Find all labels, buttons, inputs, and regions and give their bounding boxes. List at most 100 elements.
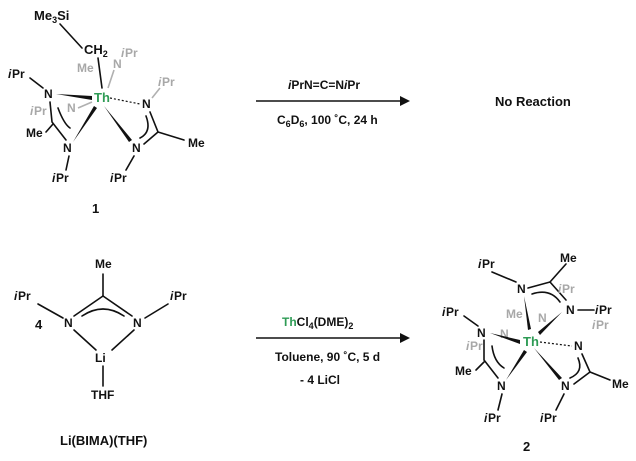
bond [151,87,161,99]
bond [65,155,70,171]
delocalization-arc [491,345,505,369]
me-label: Me [455,364,472,378]
gray-ipr-i: i [30,104,34,118]
conditions-2-line2: - 4 LiCl [300,373,340,387]
me-label: Me [188,136,205,150]
n-label: N [561,379,570,393]
n-label: N [574,339,583,353]
bond [77,101,93,109]
delocalization-arc [569,357,581,379]
gray-ipr-i: i [558,282,562,296]
bond [111,329,135,351]
wedge-bond [506,350,527,380]
delocalization-arc [57,107,71,129]
bond [45,123,54,133]
gray-ipr-i: i [592,318,596,332]
compound-1-number: 1 [92,201,99,216]
n-label: N [44,87,53,101]
bond [549,263,567,283]
ipr-i: i [52,171,56,185]
gray-n-label: N [500,327,509,341]
bond [97,57,103,89]
ch2-label: CH2 [84,42,108,59]
gray-ipr-label: Pr [34,104,47,118]
n-label: N [133,316,142,330]
dashed-bond [109,97,141,105]
ipr-label: Pr [488,411,501,425]
ipr-i: i [595,303,599,317]
conditions-1: C6D6, 100 ˚C, 24 h [277,113,378,129]
delocalization-arc [531,291,561,303]
bond [29,77,44,89]
n-label: N [63,141,72,155]
n-label: N [64,316,73,330]
n-label: N [477,326,486,340]
delocalization-arc [139,115,149,139]
wedge-bond [104,106,132,142]
ipr-label: Pr [12,67,25,81]
bond [125,155,135,171]
bond [73,329,97,351]
compound-1-structure: Me3Si CH2 N i Pr Me Th i Pr N i Pr N Me … [8,8,205,185]
bond [475,361,485,371]
ipr-i: i [484,411,488,425]
reagent-carbodiimide: iPrN=C=NiPr [288,78,360,92]
bond [555,393,565,411]
thf-label: THF [91,388,114,402]
dashed-bond [539,341,573,347]
ipr-i: i [14,289,18,303]
gray-me-label: Me [77,61,94,75]
ipr-label: Pr [174,289,187,303]
bond [491,271,517,283]
n-label: N [566,303,575,317]
wedge-bond [56,94,92,100]
ipr-i: i [442,305,446,319]
ipr-label: Pr [544,411,557,425]
bond [463,315,479,327]
ipr-i: i [540,411,544,425]
ipr-label: Pr [446,305,459,319]
wedge-bond [524,296,531,330]
bond [573,353,591,385]
reaction-arrow-1 [256,96,410,106]
me3si-label: Me3Si [34,8,69,25]
th-atom-1: Th [94,90,110,105]
bond [107,69,115,89]
bond [144,303,169,319]
bond [59,23,83,49]
li-bima-thf-structure: Me N N i Pr i Pr Li THF [14,257,187,402]
bond [497,393,503,411]
gray-n-label: N [67,101,76,115]
bond [157,131,185,141]
gray-ipr-label: Pr [470,339,483,353]
ipr-label: Pr [482,257,495,271]
gray-ipr-i: i [466,339,470,353]
gray-n-label: N [538,311,547,325]
bond [102,295,133,317]
gray-ipr-label: Pr [162,75,175,89]
reactant-name: Li(BIMA)(THF) [60,433,147,448]
gray-ipr-i: i [158,75,162,89]
li-label: Li [95,351,106,365]
gray-n-label: N [113,57,122,71]
n-label: N [497,379,506,393]
gray-ipr-i: i [121,46,125,60]
bond [73,295,104,317]
ipr-i: i [110,171,114,185]
wedge-bond [490,333,520,344]
n-label: N [142,97,151,111]
n-label: N [132,141,141,155]
delocalization-arc [81,308,125,317]
compound-2-structure: i Pr N Me i Pr N i Pr Me N N i Pr i Pr T… [442,251,629,425]
ipr-i: i [478,257,482,271]
ipr-label: Pr [56,171,69,185]
reagent-thcl4-dme: ThCl4(DME)2 [282,315,353,331]
ipr-label: Pr [114,171,127,185]
gray-ipr-label: Pr [596,318,609,332]
conditions-2-line1: Toluene, 90 ˚C, 5 d [275,350,380,364]
me-label: Me [612,377,629,391]
wedge-bond [538,312,562,335]
bond [589,371,611,381]
wedge-bond [534,348,562,380]
